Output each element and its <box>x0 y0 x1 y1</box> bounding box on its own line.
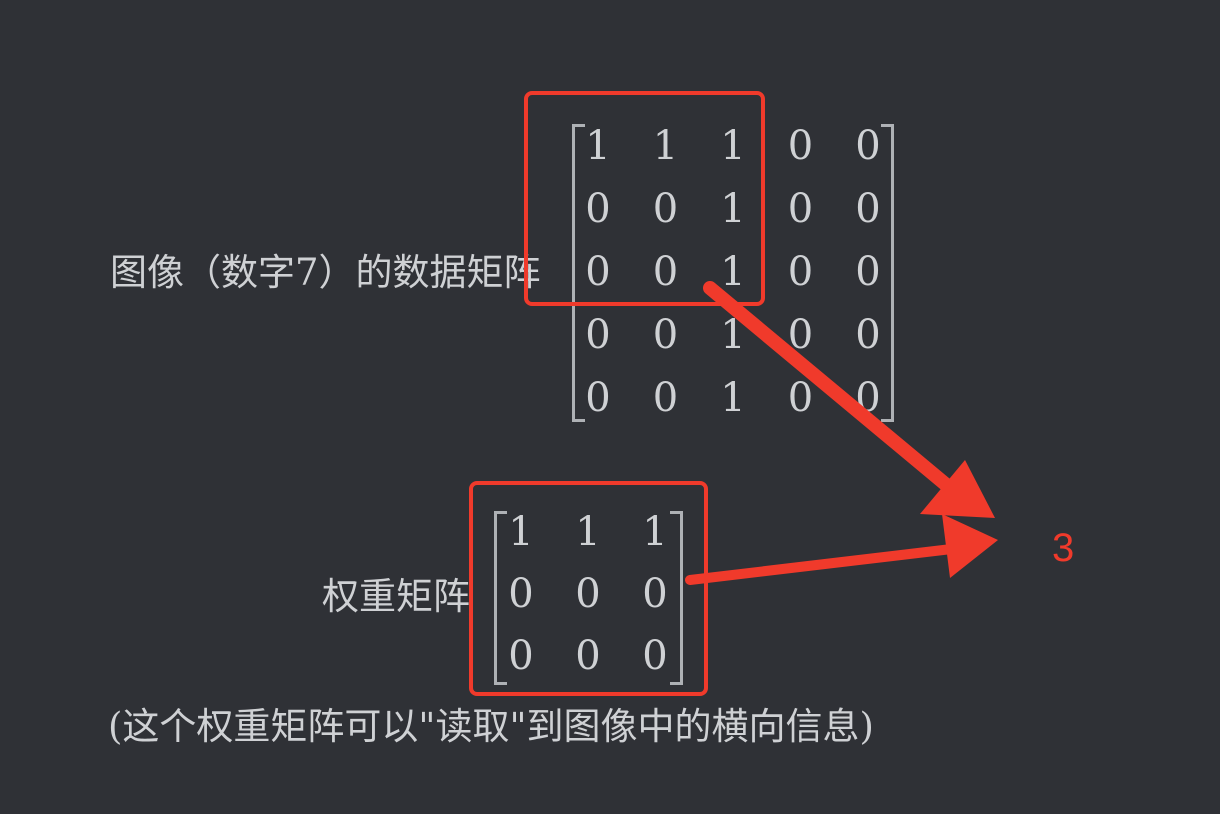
weight-matrix-label: 权重矩阵 <box>322 575 470 618</box>
image-matrix-cell: 1 <box>720 123 746 169</box>
image-matrix-cell: 0 <box>652 312 679 358</box>
image-matrix-right-bracket <box>881 124 894 422</box>
image-matrix-cell: 0 <box>652 186 679 232</box>
weight-matrix-highlight-box <box>469 481 708 696</box>
arrow-from-weight-matrix <box>685 514 998 585</box>
image-matrix-label: 图像（数字7）的数据矩阵 <box>110 251 541 294</box>
weight-matrix-left-bracket <box>494 511 507 685</box>
weight-matrix-cell: 1 <box>508 509 534 555</box>
weight-matrix-cell: 0 <box>642 571 668 617</box>
weight-matrix-right-bracket <box>670 511 683 685</box>
weight-matrix-cell: 0 <box>642 633 668 679</box>
caption: (这个权重矩阵可以"读取"到图像中的横向信息) <box>108 705 874 748</box>
image-matrix-cell: 0 <box>652 249 679 295</box>
image-matrix-cell: 0 <box>585 186 611 232</box>
weight-matrix-cell: 0 <box>575 633 601 679</box>
image-matrix-cell: 1 <box>585 123 611 169</box>
image-matrix-cell: 1 <box>720 186 746 232</box>
image-matrix-cell: 1 <box>720 249 746 295</box>
weight-matrix-cell: 0 <box>575 571 601 617</box>
weight-matrix-cell: 1 <box>642 509 668 555</box>
image-matrix-cell: 0 <box>585 312 611 358</box>
image-matrix-cell: 0 <box>585 375 611 421</box>
weight-matrix-cell: 0 <box>508 633 534 679</box>
image-matrix-cell: 0 <box>787 249 814 295</box>
image-matrix-cell: 1 <box>720 375 746 421</box>
arrow-from-image-region <box>703 281 995 518</box>
convolution-result: 3 <box>1052 526 1075 570</box>
image-matrix-cell: 0 <box>585 249 611 295</box>
image-matrix-cell: 0 <box>787 123 814 169</box>
image-matrix-cell: 0 <box>652 375 679 421</box>
image-matrix-cell: 1 <box>652 123 679 169</box>
image-matrix-cell: 0 <box>855 249 881 295</box>
weight-matrix-cell: 0 <box>508 571 534 617</box>
image-matrix-cell: 0 <box>787 375 814 421</box>
image-region-highlight-box <box>524 91 765 306</box>
image-matrix-left-bracket <box>572 124 585 422</box>
image-matrix-cell: 0 <box>787 186 814 232</box>
image-matrix-cell: 0 <box>855 123 881 169</box>
image-matrix-cell: 0 <box>855 312 881 358</box>
image-matrix-cell: 0 <box>855 186 881 232</box>
weight-matrix-cell: 1 <box>575 509 601 555</box>
